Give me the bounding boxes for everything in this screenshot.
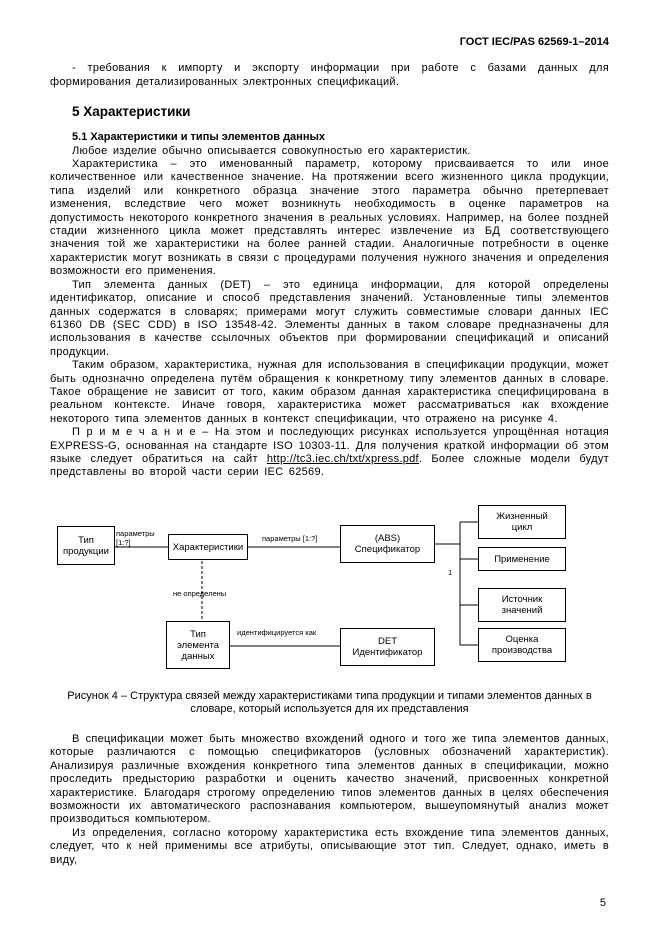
- diagram-box-characteristics: Характеристики: [168, 534, 248, 560]
- diagram-box-life-cycle: Жизненный цикл: [478, 505, 566, 539]
- page-number: 5: [599, 896, 606, 909]
- paragraph-4: Таким образом, характеристика, нужная дл…: [50, 359, 609, 425]
- diagram-label-parameters-left: параметры [1:?]: [116, 529, 155, 547]
- diagram-label-identified-as: идентифицируется как: [237, 628, 317, 637]
- paragraph-1: Любое изделие обычно описывается совокуп…: [72, 144, 471, 157]
- diagram-box-production-eval: Оценка производства: [478, 628, 566, 662]
- doc-number: ГОСТ IEC/PAS 62569-1–2014: [459, 36, 609, 48]
- note-paragraph: П р и м е ч а н и е – На этом и последую…: [50, 426, 609, 480]
- diagram-box-det-identifier: DET Идентификатор: [340, 628, 435, 666]
- diagram-label-parameters-right: параметры [1:?]: [262, 534, 318, 543]
- paragraph-5: В спецификации может быть множество вхож…: [50, 733, 609, 826]
- diagram-box-value-source: Источник значений: [478, 588, 566, 622]
- figure-4-diagram: Тип продукции Характеристики (ABS) Специ…: [50, 503, 609, 675]
- paragraph-6: Из определения, согласно которому характ…: [50, 826, 609, 866]
- paragraph-2: Характеристика – это именованный парамет…: [50, 158, 609, 278]
- bottom-text-block: В спецификации может быть множество вхож…: [50, 733, 609, 867]
- diagram-box-abs-specifier: (ABS) Спецификатор: [340, 525, 435, 563]
- diagram-connectors: [115, 521, 478, 647]
- paragraph-intro-bullet: - требования к импорту и экспорту информ…: [50, 62, 609, 88]
- diagram-box-data-element-type: Тип элемента данных: [166, 621, 230, 669]
- figure-4-caption: Рисунок 4 – Структура связей между харак…: [67, 690, 592, 716]
- diagram-box-product-type: Тип продукции: [57, 526, 115, 565]
- section-5-1-heading: 5.1 Характеристики и типы элементов данн…: [72, 131, 325, 144]
- section-5-heading: 5 Характеристики: [72, 104, 191, 120]
- diagram-box-application: Применение: [478, 547, 566, 571]
- paragraph-3: Тип элемента данных (DET) – это единица …: [50, 278, 609, 358]
- diagram-label-not-defined: не определены: [173, 589, 227, 598]
- note-link[interactable]: http://tc3.iec.ch/txt/xpress.pdf: [266, 452, 419, 465]
- note-text-before-link: П р и м е ч а н и е – На этом и последую…: [50, 426, 609, 465]
- diagram-label-cardinality-1: 1: [448, 568, 453, 577]
- note-text-after-link: . Более сложные модели будут представлен…: [50, 452, 609, 479]
